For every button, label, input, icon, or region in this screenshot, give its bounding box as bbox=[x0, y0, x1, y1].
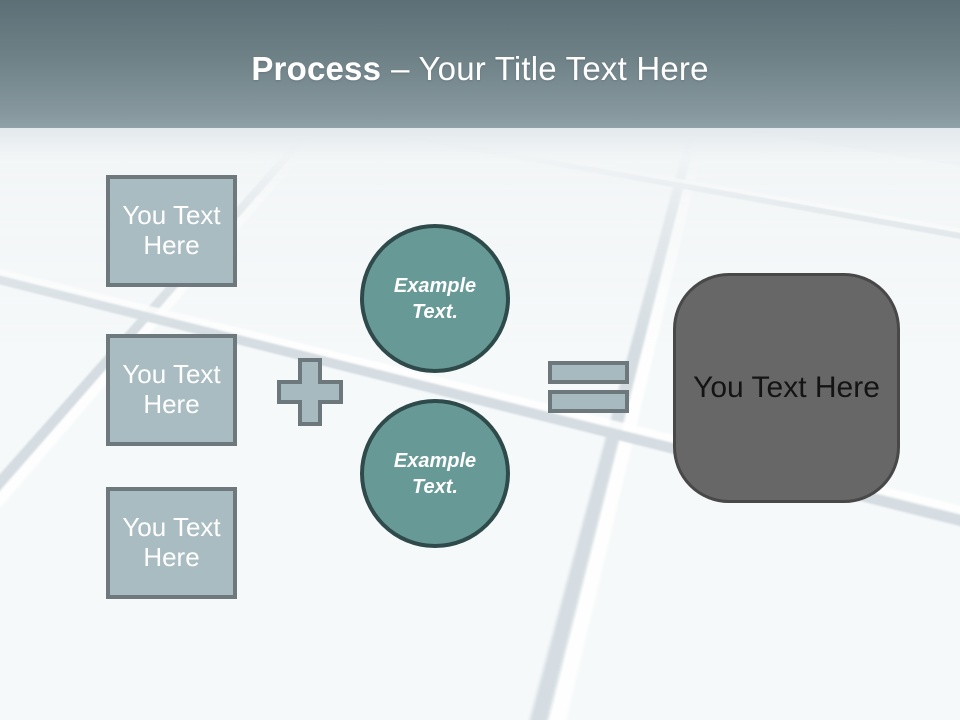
input-box-3[interactable]: You Text Here bbox=[106, 487, 237, 599]
slide-title: Process– Your Title Text Here bbox=[0, 50, 960, 88]
input-box-1-label: You Text Here bbox=[122, 200, 221, 260]
example-circle-1[interactable]: Example Text. bbox=[360, 224, 510, 373]
result-box[interactable]: You Text Here bbox=[673, 273, 900, 503]
title-emphasis: Process bbox=[251, 50, 382, 87]
title-subtitle: – Your Title Text Here bbox=[391, 50, 709, 87]
equals-icon bbox=[548, 361, 629, 413]
input-box-2[interactable]: You Text Here bbox=[106, 334, 237, 446]
example-circle-1-label: Example Text. bbox=[393, 274, 477, 323]
example-circle-2[interactable]: Example Text. bbox=[360, 399, 510, 548]
example-circle-2-label: Example Text. bbox=[393, 449, 477, 498]
input-box-1[interactable]: You Text Here bbox=[106, 175, 237, 287]
result-box-label: You Text Here bbox=[693, 371, 880, 404]
input-box-2-label: You Text Here bbox=[122, 359, 221, 419]
input-box-3-label: You Text Here bbox=[122, 512, 221, 572]
plus-icon bbox=[277, 358, 343, 426]
